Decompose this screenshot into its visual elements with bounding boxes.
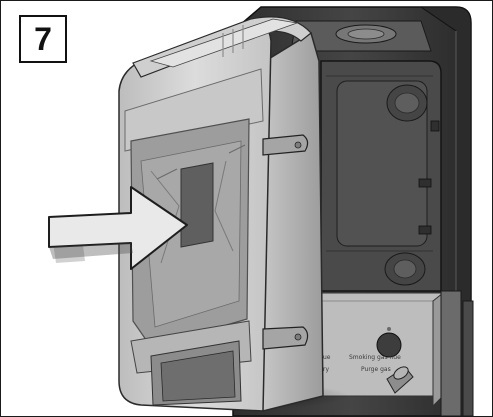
panel-label-left-1: ue	[323, 354, 331, 361]
front-cover	[118, 16, 349, 412]
direction-arrow-icon	[48, 186, 188, 270]
panel-label-group: Smoking gas flue Purge gas ue ry	[323, 354, 401, 373]
panel-label-left-2: ry	[323, 366, 329, 373]
inner-unit	[320, 60, 442, 292]
panel-label-purge: Purge gas	[361, 366, 391, 373]
panel-label-smoking: Smoking gas flue	[349, 354, 401, 361]
step-number-badge: 7	[19, 15, 67, 63]
lower-panel	[318, 290, 474, 416]
